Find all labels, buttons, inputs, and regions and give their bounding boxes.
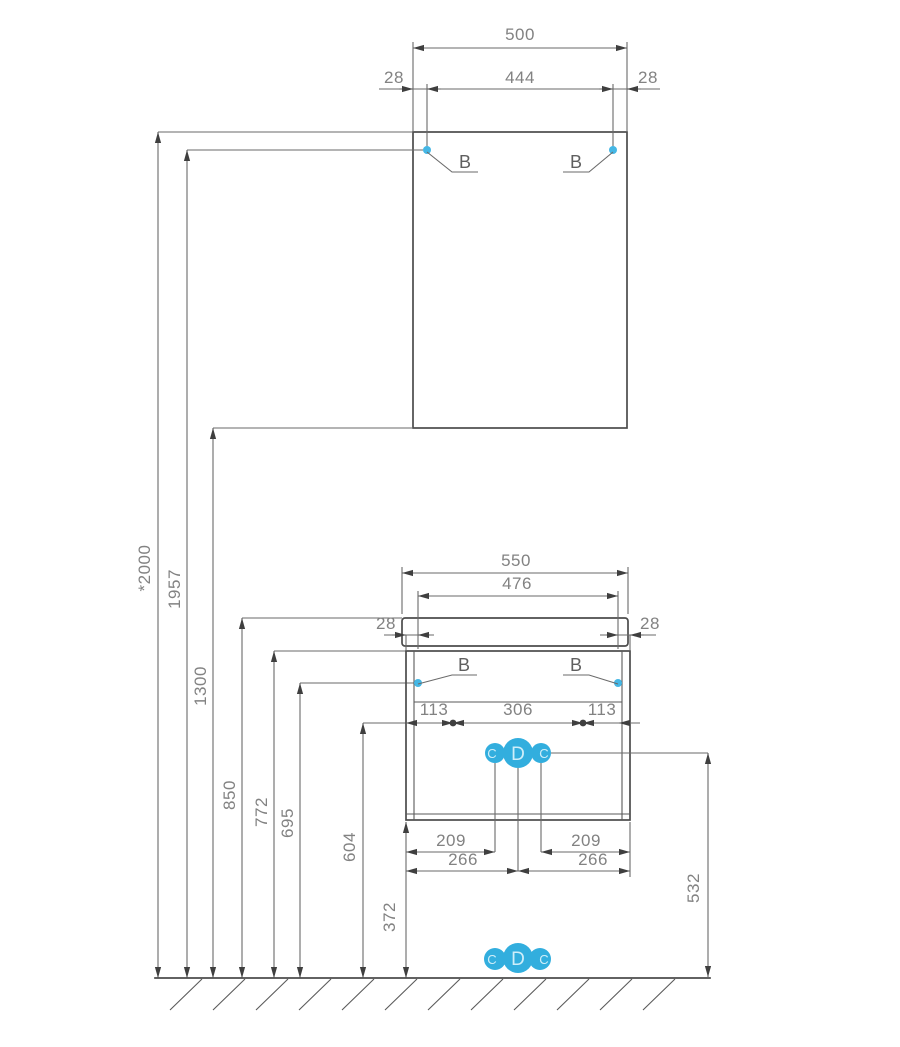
cold-water-marker-bottom-left bbox=[484, 948, 506, 970]
dim-supply-right: 209 bbox=[571, 831, 601, 850]
vanity-drawing: 550 476 28 28 B B 113 bbox=[376, 551, 660, 877]
label-conn-bottom-right: C bbox=[539, 952, 548, 967]
dim-height-cabinet-top: 772 bbox=[252, 797, 271, 827]
dim-cabinet-offset-left: 28 bbox=[376, 614, 396, 633]
dim-mirror-hole-span: 444 bbox=[505, 68, 535, 87]
dim-inner-center: 306 bbox=[503, 700, 533, 719]
label-conn-bottom-center: D bbox=[511, 949, 525, 970]
dim-inner-left: 113 bbox=[420, 700, 449, 719]
dim-cabinet-width: 550 bbox=[501, 551, 531, 570]
dim-supply-left: 209 bbox=[436, 831, 466, 850]
dim-mirror-offset-right: 28 bbox=[638, 68, 658, 87]
dim-cabinet-offset-right: 28 bbox=[640, 614, 660, 633]
drain-marker-top bbox=[503, 738, 533, 768]
label-conn-top-left: C bbox=[487, 746, 496, 761]
height-dimensions: *2000 1957 1300 850 772 695 604 372 bbox=[135, 131, 423, 978]
dim-outlet-height: 532 bbox=[684, 873, 703, 903]
dim-height-counter-top: 850 bbox=[220, 780, 239, 810]
label-mirror-hole-left: B bbox=[459, 152, 471, 172]
dim-height-mirror-holes: 1957 bbox=[165, 569, 184, 609]
label-cabinet-hole-right: B bbox=[570, 655, 582, 675]
dim-cabinet-hole-span: 476 bbox=[502, 574, 532, 593]
dim-height-cabinet-holes: 695 bbox=[278, 808, 297, 838]
mirror-mount-hole-left bbox=[423, 146, 431, 154]
floor bbox=[154, 977, 711, 1011]
dim-inner-right: 113 bbox=[588, 700, 617, 719]
dim-height-mirror-top: *2000 bbox=[135, 545, 154, 592]
drain-marker-bottom bbox=[503, 943, 533, 973]
mirror-outline bbox=[412, 131, 628, 429]
cold-water-marker-top-left bbox=[485, 743, 505, 763]
cold-water-marker-bottom-right bbox=[529, 948, 551, 970]
mirror-drawing: 500 28 444 28 B B bbox=[379, 25, 660, 429]
label-conn-top-right: C bbox=[539, 746, 548, 761]
drawer-hole-dot-left bbox=[449, 719, 457, 727]
label-mirror-hole-right: B bbox=[570, 152, 582, 172]
label-cabinet-hole-left: B bbox=[458, 655, 470, 675]
dim-height-cabinet-bottom: 372 bbox=[380, 902, 399, 932]
dim-drain-right: 266 bbox=[578, 850, 608, 869]
dim-mirror-width: 500 bbox=[505, 25, 535, 44]
cabinet-mount-hole-left bbox=[414, 679, 422, 687]
dim-mirror-offset-left: 28 bbox=[384, 68, 404, 87]
mirror-mount-hole-right bbox=[609, 146, 617, 154]
label-conn-bottom-left: C bbox=[487, 952, 496, 967]
dim-height-drawer-axis: 604 bbox=[340, 832, 359, 862]
dim-drain-left: 266 bbox=[448, 850, 478, 869]
plumbing-markers: 532 C D C C D C bbox=[484, 738, 712, 977]
countertop-outline bbox=[401, 617, 629, 647]
cold-water-marker-top-right bbox=[531, 743, 551, 763]
label-conn-top-center: D bbox=[511, 744, 525, 765]
cabinet-mount-hole-right bbox=[614, 679, 622, 687]
dim-height-mirror-bottom: 1300 bbox=[191, 666, 210, 706]
drawer-hole-dot-right bbox=[579, 719, 587, 727]
floor-hatching bbox=[169, 978, 676, 1011]
